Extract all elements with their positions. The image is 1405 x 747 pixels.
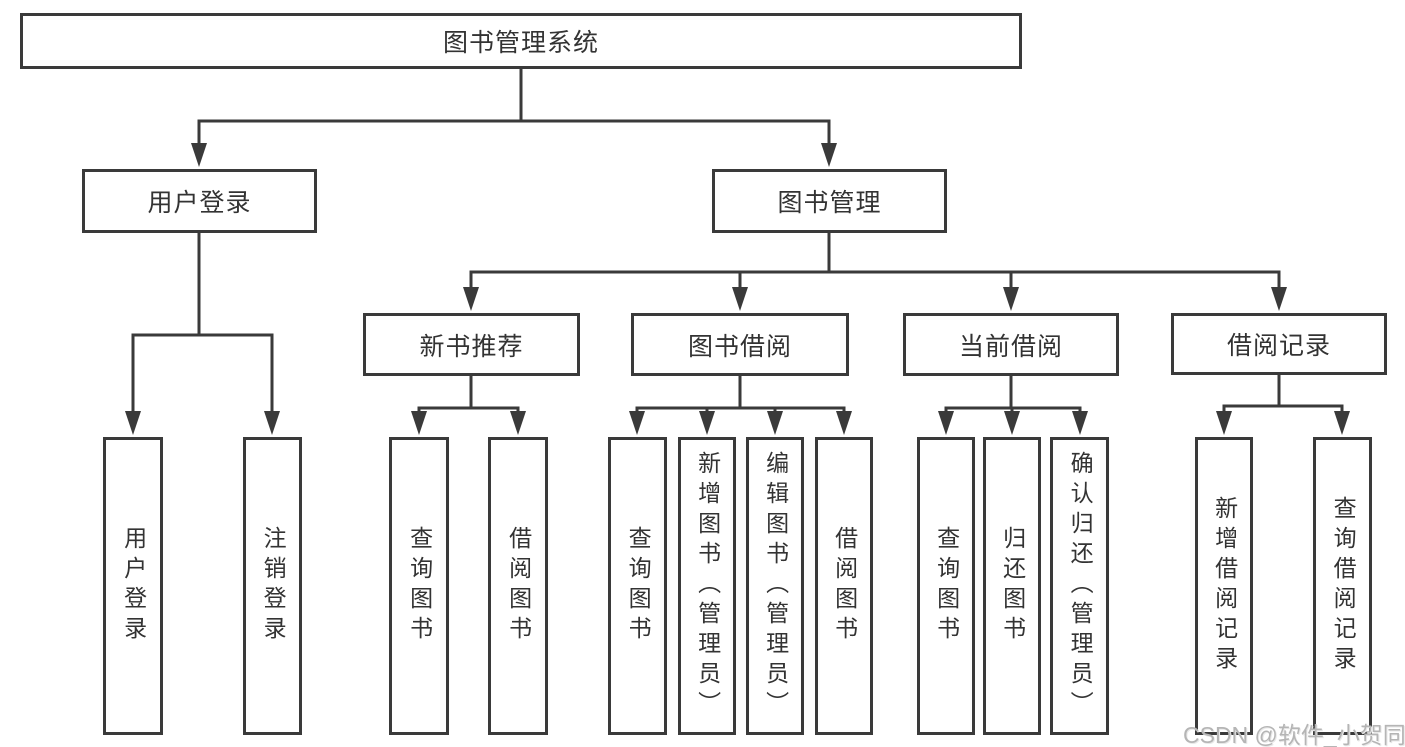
- leaf-query-borrow-record: 查询借阅记录: [1313, 437, 1372, 735]
- arrowheads: [125, 143, 1350, 435]
- leaf-label: 新增借阅记录: [1211, 496, 1238, 676]
- leaf-query-books-recommend: 查询图书: [389, 437, 449, 735]
- leaf-query-books-borrowing: 查询图书: [608, 437, 667, 735]
- leaf-label: 查询图书: [406, 526, 433, 646]
- leaf-user-login: 用户登录: [103, 437, 163, 735]
- leaf-logout: 注销登录: [243, 437, 302, 735]
- leaf-label: 查询图书: [933, 526, 960, 646]
- leaf-borrow-books-recommend: 借阅图书: [488, 437, 548, 735]
- node-new-book-recommendation: 新书推荐: [363, 313, 580, 376]
- leaf-query-books-current: 查询图书: [917, 437, 975, 735]
- leaf-label: 用户登录: [120, 526, 147, 646]
- node-user-login: 用户登录: [82, 169, 317, 233]
- node-borrowing-records: 借阅记录: [1171, 313, 1387, 375]
- node-root-library-system: 图书管理系统: [20, 13, 1022, 69]
- leaf-label: 注销登录: [260, 526, 287, 646]
- leaf-label: 查询图书: [625, 526, 652, 646]
- leaf-add-borrow-record: 新增借阅记录: [1195, 437, 1253, 735]
- leaf-label: 借阅图书: [831, 526, 858, 646]
- node-current-borrowing: 当前借阅: [903, 313, 1119, 376]
- leaf-add-books-admin: 新增图书（管理员）: [678, 437, 736, 735]
- leaf-confirm-return-admin: 确认归还（管理员）: [1050, 437, 1109, 735]
- node-book-management: 图书管理: [712, 169, 947, 233]
- leaf-edit-books-admin: 编辑图书（管理员）: [746, 437, 804, 735]
- node-book-borrowing: 图书借阅: [631, 313, 849, 376]
- leaf-label: 确认归还（管理员）: [1067, 451, 1094, 721]
- leaf-label: 归还图书: [999, 526, 1026, 646]
- csdn-watermark: CSDN @软件_小贺同学: [1183, 722, 1405, 747]
- leaf-label: 新增图书（管理员）: [694, 451, 721, 721]
- leaf-borrow-books: 借阅图书: [815, 437, 873, 735]
- leaf-label: 借阅图书: [505, 526, 532, 646]
- leaf-label: 查询借阅记录: [1330, 496, 1357, 676]
- leaf-return-books: 归还图书: [983, 437, 1041, 735]
- leaf-label: 编辑图书（管理员）: [762, 451, 789, 721]
